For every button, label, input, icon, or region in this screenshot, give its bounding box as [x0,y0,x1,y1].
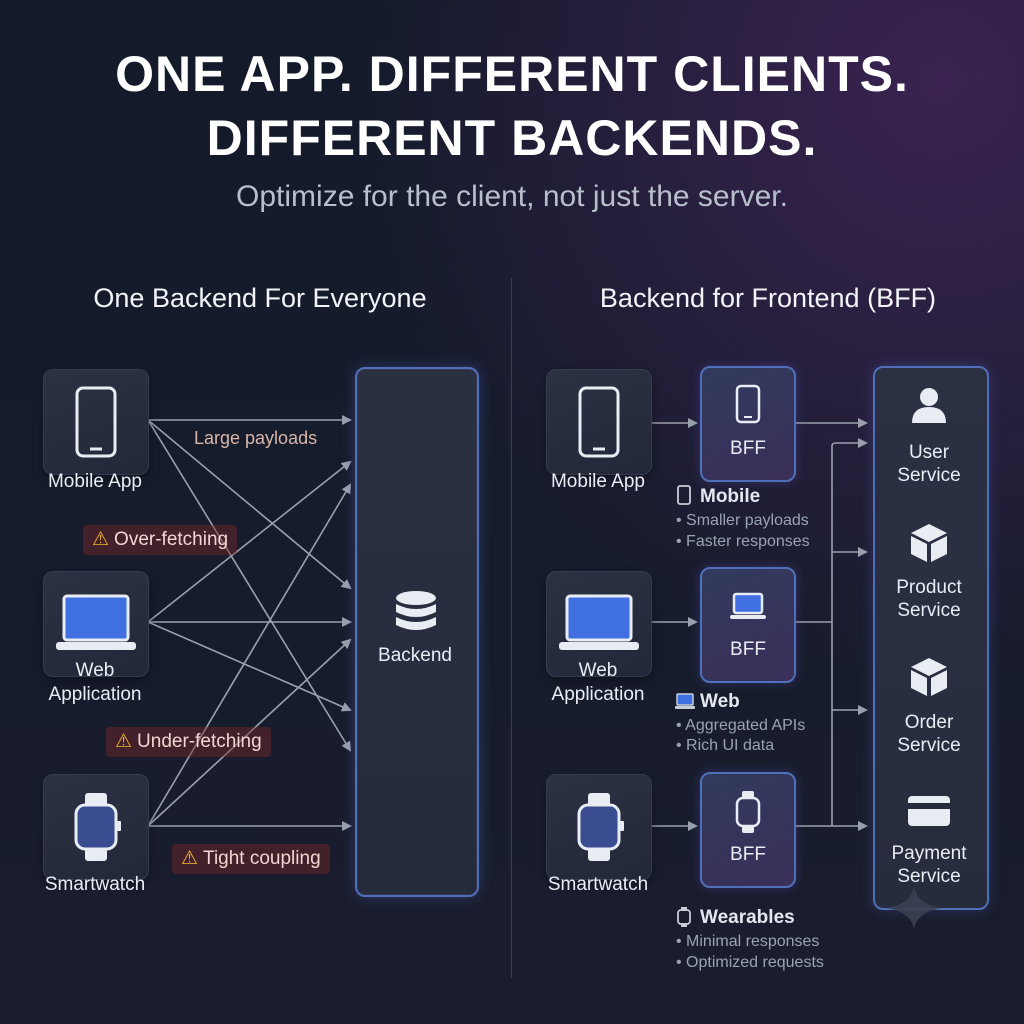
right-web-label-2: Application [551,684,645,705]
service-user-line1: User [908,442,950,463]
service-product-line2: Service [897,600,961,621]
laptop-icon [675,693,695,709]
warning-icon: ⚠ [115,731,133,752]
backend-box [355,367,479,897]
note-web-heading: Web [700,691,740,712]
warning-icon: ⚠ [181,848,199,869]
right-mobile-label: Mobile App [550,471,645,492]
warning-under-fetching: ⚠Under-fetching [106,727,271,757]
warning-text: Over-fetching [114,529,229,550]
watch-icon [677,907,691,927]
note-mobile-item: • Faster responses [676,533,810,550]
sparkle-icon [886,886,942,930]
service-payment-line1: Payment [891,843,967,864]
service-product-line1: Product [896,577,962,598]
note-wearables-item: • Optimized requests [676,954,824,971]
bff-label: BFF [730,844,766,865]
phone-icon [735,384,761,424]
package-icon [911,524,947,562]
right-web-card [546,571,652,677]
service-order-line1: Order [904,712,954,733]
bff-wearables: BFF [700,772,796,888]
laptop-icon [730,592,766,619]
warning-over-fetching: ⚠Over-fetching [83,525,238,555]
page-title-line2: DIFFERENT BACKENDS. [206,110,818,166]
left-web-label-2: Application [48,684,142,705]
note-mobile-heading: Mobile [700,486,761,507]
section-divider [511,278,512,978]
right-mobile-card [546,369,652,475]
warning-text: Tight coupling [203,848,321,869]
credit-card-icon [908,796,950,826]
bff-web: BFF [700,567,796,683]
note-mobile-item: • Smaller payloads [676,512,809,529]
page-title-line1: ONE APP. DIFFERENT CLIENTS. [115,46,909,102]
right-client-connectors [650,418,698,831]
right-service-connectors [795,418,868,831]
watch-icon [735,791,761,833]
backend-label: Backend [378,645,452,666]
note-wearables-heading: Wearables [700,907,795,928]
bff-mobile: BFF [700,366,796,482]
page-subtitle: Optimize for the client, not just the se… [236,180,788,213]
left-watch-label: Smartwatch [44,874,146,895]
note-wearables-item: • Minimal responses [676,933,820,950]
warning-text: Under-fetching [137,731,262,752]
left-section-title: One Backend For Everyone [93,283,427,313]
service-user-line2: Service [897,465,961,486]
laptop-icon [559,594,639,650]
phone-icon [75,386,117,458]
watch-icon [577,793,624,861]
left-watch-card [43,774,149,880]
right-watch-card [546,774,652,880]
watch-icon [74,793,121,861]
note-web-item: • Rich UI data [676,737,775,754]
left-mobile-card [43,369,149,475]
right-section-title: Backend for Frontend (BFF) [599,283,937,313]
user-icon [912,388,946,423]
warning-tight-coupling: ⚠Tight coupling [172,844,330,874]
left-web-label-1: Web [75,660,115,681]
left-web-card [43,571,149,677]
warning-icon: ⚠ [92,529,110,550]
note-web-item: • Aggregated APIs [676,717,806,734]
phone-icon [677,485,691,505]
right-watch-label: Smartwatch [547,874,649,895]
right-web-label-1: Web [578,660,618,681]
service-payment-line2: Service [897,866,961,887]
left-connectors [147,415,352,831]
service-order-line2: Service [897,735,961,756]
bff-label: BFF [730,438,766,459]
large-payloads-label: Large payloads [194,428,318,448]
bff-label: BFF [730,639,766,660]
laptop-icon [56,594,136,650]
database-icon [396,591,436,630]
left-mobile-label: Mobile App [47,471,142,492]
phone-icon [578,386,620,458]
package-icon [911,658,947,696]
